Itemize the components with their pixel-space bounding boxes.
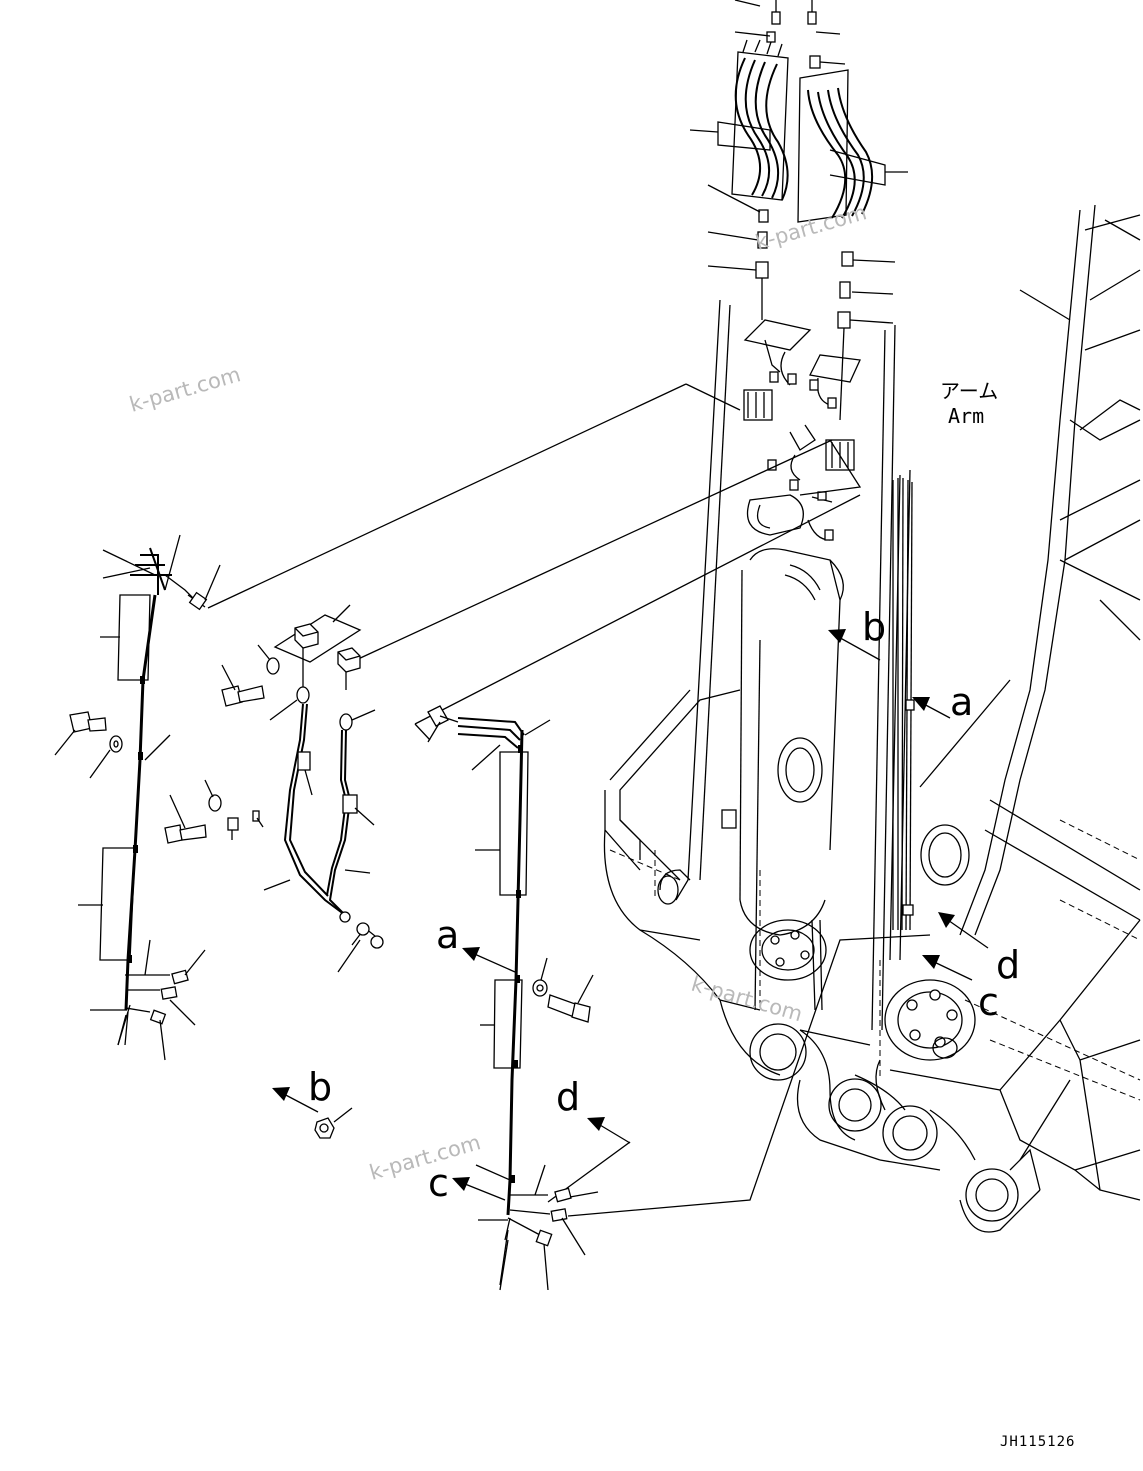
bracket-group <box>685 319 862 541</box>
top-hose-bundles <box>689 0 908 421</box>
view-letter-b-bottom: b <box>308 1065 332 1109</box>
arm-label-english: Arm <box>948 404 984 428</box>
view-letter-b-arm: b <box>862 605 886 649</box>
watermark-left: k-part.com <box>127 362 244 417</box>
left-pipe-assembly <box>54 534 280 1061</box>
arm-label-japanese: アーム <box>940 379 998 403</box>
view-letter-c-arm: c <box>978 980 999 1024</box>
arm-mounted-pipes <box>721 477 915 1011</box>
view-arrows <box>272 629 1011 1201</box>
arm-structure <box>603 204 1141 1233</box>
middle-hose-assembly <box>263 604 384 973</box>
nut-part-b <box>314 1107 353 1139</box>
view-letter-a-mid: a <box>436 913 459 957</box>
view-letter-c-bottom: c <box>428 1161 449 1205</box>
view-letter-a-arm: a <box>950 680 973 724</box>
view-letter-d-arm: d <box>996 943 1020 987</box>
view-letter-d-bottom: d <box>556 1075 580 1119</box>
watermark-bottom: k-part.com <box>367 1130 484 1185</box>
reference-lines <box>207 383 931 1217</box>
right-pipe-assembly <box>427 705 599 1291</box>
watermark-top: k-part.com <box>753 200 870 255</box>
drawing-code: JH115126 <box>1000 1434 1075 1450</box>
